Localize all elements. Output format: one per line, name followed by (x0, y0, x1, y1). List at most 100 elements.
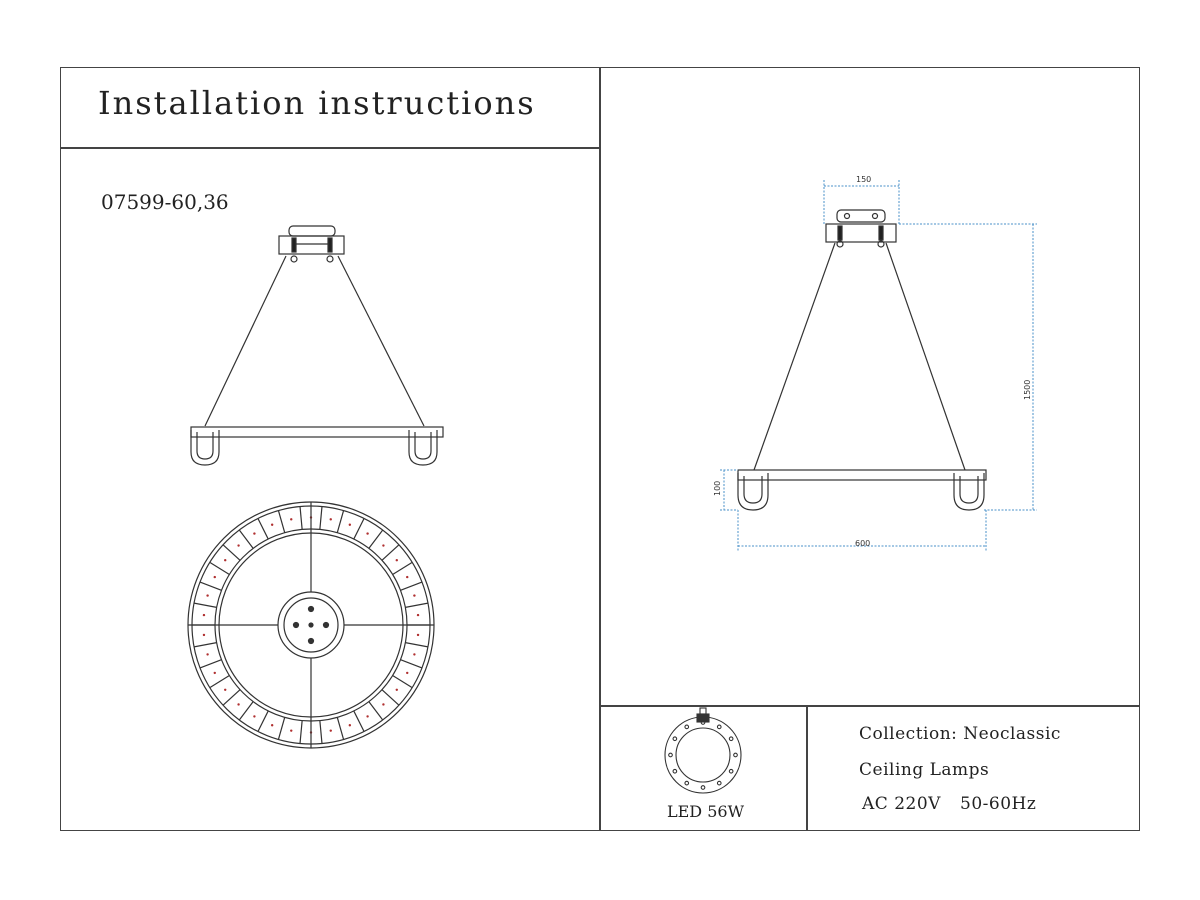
canopy-mount (836, 209, 886, 223)
ring-segment-divider (405, 642, 429, 648)
ring-crystal-left (737, 473, 769, 511)
ring-segment-divider (193, 642, 217, 648)
led-chip (684, 724, 690, 730)
ring-segment-divider (277, 510, 286, 533)
suspension-cable (337, 255, 425, 427)
crystal-highlight (366, 715, 369, 718)
ring-segment-divider (381, 544, 400, 561)
crystal-highlight (406, 671, 409, 675)
crystal-highlight (413, 653, 416, 656)
crystal-highlight (416, 633, 420, 637)
ring-segment-divider (336, 717, 345, 740)
ring-segment-divider (336, 510, 345, 533)
page-title: Installation instructions (98, 84, 536, 122)
ring-side-bar (737, 469, 987, 481)
ring-side-bar (190, 426, 444, 438)
crystal-highlight (413, 594, 416, 597)
ring-segment-divider (368, 529, 384, 549)
ring-segment-divider (209, 561, 230, 575)
right-dimension-view (737, 209, 987, 511)
led-chip (672, 736, 678, 742)
ring-segment-divider (199, 659, 222, 669)
ring-segment-divider (400, 581, 423, 591)
left-top-view (187, 501, 435, 749)
led-chip (716, 780, 722, 786)
ring-segment-divider (277, 717, 286, 740)
ring-segment-divider (400, 659, 423, 669)
ring-segment-divider (193, 602, 217, 608)
crystal-highlight (202, 613, 206, 617)
crystal-highlight (329, 729, 332, 732)
crystal-highlight (206, 594, 209, 597)
crystal-highlight (382, 703, 385, 706)
led-chip (716, 724, 722, 730)
ring-segment-divider (353, 518, 365, 540)
crystal-highlight (270, 724, 274, 727)
canopy-plate (825, 223, 897, 243)
canopy-bolt (291, 237, 297, 253)
ring-segment-divider (319, 506, 323, 530)
ring-segment-divider (392, 561, 413, 575)
ring-segment-divider (199, 581, 222, 591)
ring-segment-divider (238, 529, 254, 549)
crystal-highlight (395, 688, 398, 691)
crystal-highlight (348, 523, 352, 526)
info-column-divider (806, 705, 808, 831)
ring-segment-divider (222, 689, 241, 706)
led-chip (672, 768, 678, 774)
led-chip (728, 736, 734, 742)
crystal-highlight (290, 729, 293, 732)
category-text: Ceiling Lamps (859, 760, 990, 780)
crystal-highlight (206, 653, 209, 656)
crystal-highlight (270, 523, 274, 526)
crystal-highlight (382, 544, 385, 547)
model-number: 07599-60,36 (101, 190, 229, 214)
title-divider (60, 147, 600, 149)
dim-label-ring: 100 (713, 481, 722, 496)
crystal-highlight (253, 715, 256, 718)
crystal-highlight (224, 688, 227, 691)
ring-segment-divider (405, 602, 429, 608)
dimension-lines (720, 180, 1037, 552)
ring-segment-divider (299, 720, 303, 744)
voltage-text: AC 220V (862, 794, 941, 814)
canopy-mount (288, 225, 336, 237)
led-chip (733, 752, 738, 758)
crystal-highlight (348, 724, 352, 727)
left-side-view (190, 225, 444, 466)
crystal-highlight (237, 703, 240, 706)
ring-segment-divider (381, 689, 400, 706)
ring-crystal-right (408, 430, 438, 466)
canopy-bolt (327, 237, 333, 253)
crystal-highlight (329, 518, 332, 521)
crystal-highlight (213, 575, 216, 579)
ring-segment-divider (238, 701, 254, 721)
crystal-highlight (290, 518, 293, 521)
crystal-highlight (253, 532, 256, 535)
crystal-highlight (395, 559, 398, 562)
info-divider (599, 705, 1140, 707)
ring-segment-divider (299, 506, 303, 530)
ring-segment-divider (392, 675, 413, 689)
center-divider (599, 67, 601, 831)
ring-segment-divider (319, 720, 323, 744)
crystal-highlight (237, 544, 240, 547)
crystal-highlight (366, 532, 369, 535)
suspension-cable (204, 255, 287, 427)
canopy-plate (278, 235, 345, 255)
suspension-cable (885, 242, 966, 471)
ring-segment-divider (222, 544, 241, 561)
frequency-text: 50-60Hz (960, 794, 1037, 814)
crystal-highlight (202, 633, 206, 637)
power-label: LED 56W (667, 802, 745, 821)
ring-crystal-left (190, 430, 220, 466)
led-chip (728, 768, 734, 774)
ring-segment-divider (209, 675, 230, 689)
ring-segment-divider (353, 710, 365, 732)
suspension-cable (753, 242, 836, 471)
ring-segment-divider (257, 710, 269, 732)
dim-label-height: 1500 (1023, 380, 1032, 400)
ring-segment-divider (368, 701, 384, 721)
led-ring-icon (664, 707, 742, 794)
